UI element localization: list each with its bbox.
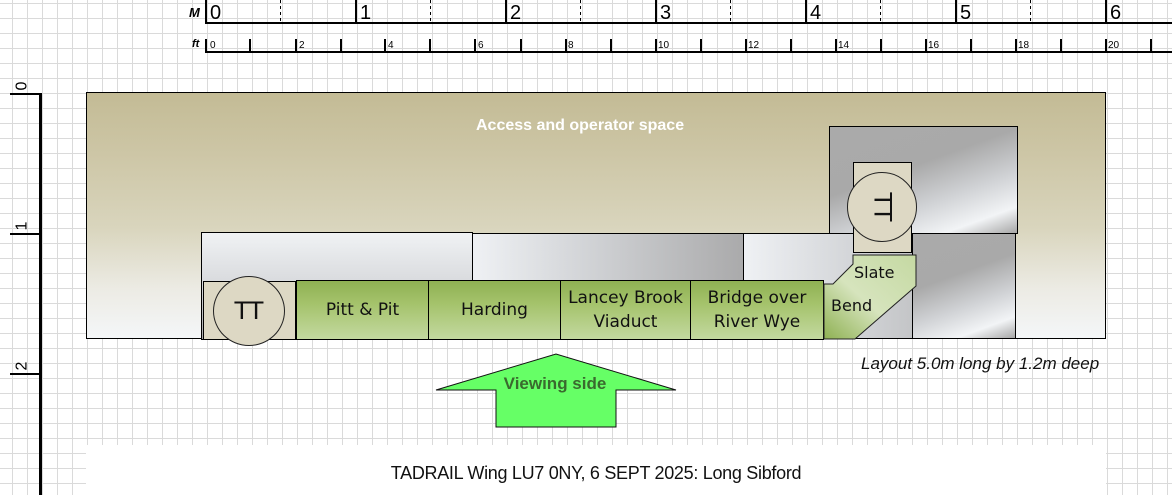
metre-half-tick <box>1030 0 1031 22</box>
footer-caption: TADRAIL Wing LU7 0NY, 6 SEPT 2025: Long … <box>390 463 802 483</box>
feet-tick <box>1105 39 1107 53</box>
feet-label: 8 <box>568 40 574 51</box>
board-harding[interactable]: Harding <box>428 280 561 340</box>
feet-tick <box>429 39 431 53</box>
feet-tick <box>970 39 972 53</box>
feet-tick <box>700 39 702 53</box>
fiddle-yard-lower <box>912 233 1016 339</box>
metre-label: 0 <box>210 2 222 24</box>
metre-tick <box>955 0 957 24</box>
viewing-side-label: Viewing side <box>503 374 607 393</box>
feet-tick <box>384 39 386 53</box>
vertical-tick <box>10 93 42 95</box>
metre-label: 5 <box>960 2 972 24</box>
turntable-right-label: TT <box>868 192 896 222</box>
board-slate-bend-line2: Bend <box>831 296 873 315</box>
vertical-label: 0 <box>13 81 31 91</box>
metre-tick <box>655 0 657 24</box>
feet-tick <box>295 39 297 53</box>
board-label-line2: River Wye <box>713 312 801 332</box>
feet-tick <box>745 39 747 53</box>
storage-panel-middle <box>472 233 744 283</box>
feet-tick <box>1060 39 1062 53</box>
turntable-left[interactable]: TT <box>213 276 285 346</box>
layout-dimensions-note: Layout 5.0m long by 1.2m deep <box>861 354 1100 373</box>
feet-tick <box>340 39 342 53</box>
board-label-line1: Lancey Brook <box>568 288 683 308</box>
feet-unit-label: ft <box>192 38 200 50</box>
metre-label: 6 <box>1110 2 1122 24</box>
metre-ruler-baseline <box>205 22 1172 24</box>
feet-tick <box>1015 39 1017 53</box>
feet-tick <box>520 39 522 53</box>
metre-tick <box>205 0 207 24</box>
metre-tick <box>355 0 357 24</box>
metre-half-tick <box>280 0 281 22</box>
feet-tick <box>925 39 927 53</box>
vertical-ruler-line <box>39 93 42 495</box>
feet-tick <box>835 39 837 53</box>
vertical-tick <box>10 373 42 375</box>
viewing-side-arrow-icon <box>435 353 677 428</box>
metre-tick <box>805 0 807 24</box>
board-pitt-and-pit[interactable]: Pitt & Pit <box>296 280 429 340</box>
feet-tick <box>880 39 882 53</box>
board-lancey-brook-viaduct[interactable]: Lancey Brook Viaduct <box>560 280 691 340</box>
feet-label: 18 <box>1018 40 1030 51</box>
vertical-label: 2 <box>13 361 31 371</box>
metre-label: 2 <box>510 2 522 24</box>
metre-label: 1 <box>360 2 372 24</box>
metre-unit-label: M <box>189 5 200 20</box>
metre-half-tick <box>730 0 731 22</box>
feet-label: 12 <box>748 40 760 51</box>
feet-tick <box>565 39 567 53</box>
metre-label: 4 <box>810 2 822 24</box>
board-bridge-over-river-wye[interactable]: Bridge over River Wye <box>690 280 824 340</box>
metre-tick <box>1105 0 1107 24</box>
feet-tick <box>205 39 207 53</box>
feet-tick <box>790 39 792 53</box>
board-slate-bend[interactable] <box>820 253 920 343</box>
vertical-tick <box>10 233 42 235</box>
feet-label: 16 <box>928 40 940 51</box>
board-label-line2: Viaduct <box>593 312 658 332</box>
feet-ruler-baseline <box>205 51 1172 53</box>
metre-label: 3 <box>660 2 672 24</box>
feet-tick <box>655 39 657 53</box>
metre-half-tick <box>430 0 431 22</box>
feet-tick <box>474 39 476 53</box>
metre-half-tick <box>880 0 881 22</box>
feet-label: 20 <box>1108 40 1120 51</box>
turntable-right[interactable]: TT <box>847 172 917 242</box>
footer-panel <box>86 445 1106 495</box>
vertical-label: 1 <box>13 221 31 231</box>
feet-tick <box>249 39 251 53</box>
board-label-line1: Bridge over <box>707 288 807 308</box>
metre-tick <box>505 0 507 24</box>
board-slate-bend-line1: Slate <box>854 263 895 282</box>
feet-label: 2 <box>299 40 305 51</box>
feet-tick <box>1150 39 1152 53</box>
access-area-label: Access and operator space <box>476 117 685 134</box>
feet-label: 14 <box>838 40 850 51</box>
feet-label: 4 <box>388 40 394 51</box>
metre-half-tick <box>580 0 581 22</box>
feet-tick <box>610 39 612 53</box>
feet-label: 6 <box>478 40 484 51</box>
feet-label: 10 <box>658 40 670 51</box>
feet-label: 0 <box>210 40 216 51</box>
